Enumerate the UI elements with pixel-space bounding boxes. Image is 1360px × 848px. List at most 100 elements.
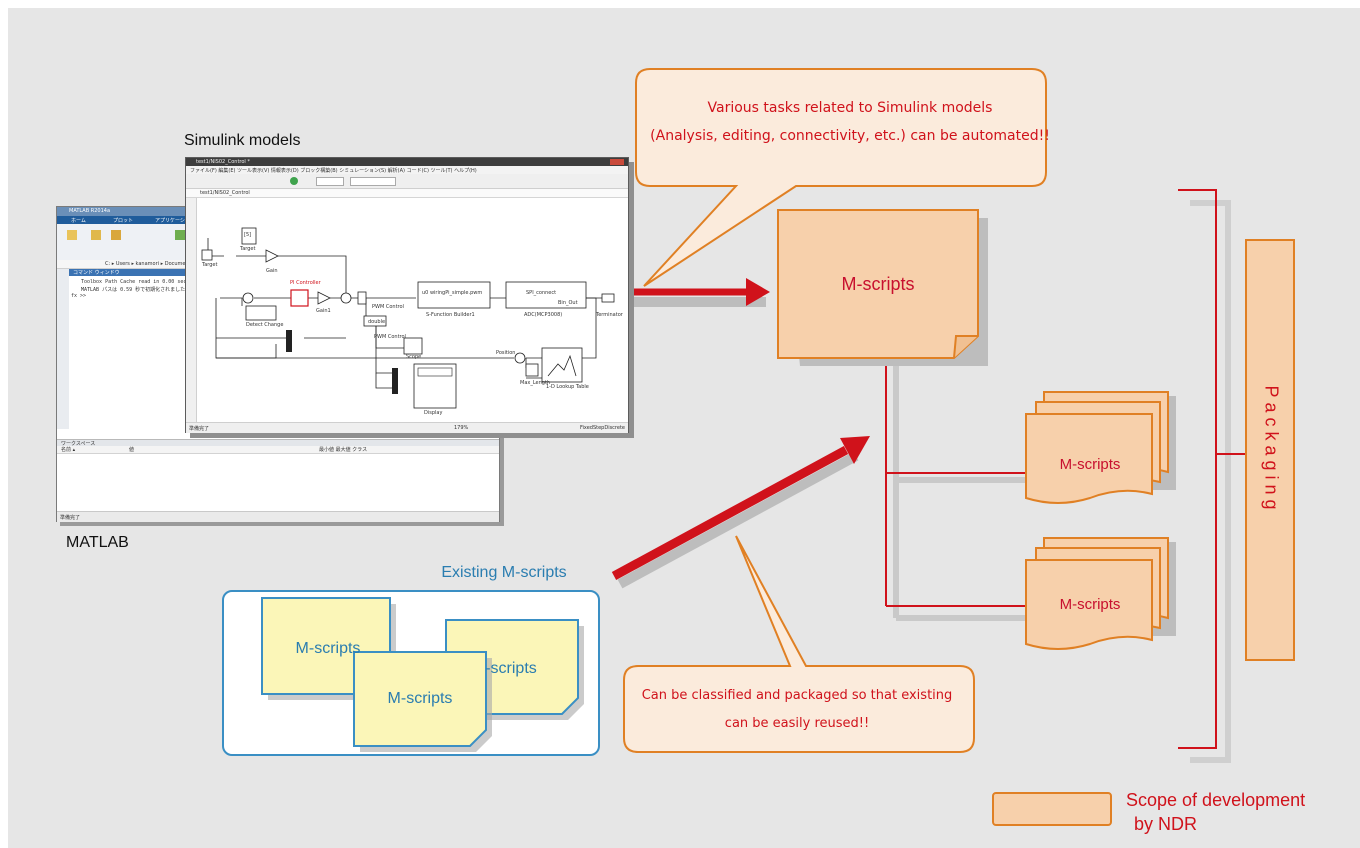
block-label-pi: PI Controller xyxy=(290,280,321,286)
target-switch-block xyxy=(201,249,213,261)
ribbon-icon[interactable] xyxy=(91,230,101,240)
block-label-adc: ADC(MCP3008) xyxy=(524,312,563,318)
existing-note-1: M-scripts xyxy=(295,640,361,657)
block-label-terminator: Terminator xyxy=(596,312,623,318)
legend-swatch xyxy=(992,792,1112,826)
diagram-canvas: MATLAB R2014a ホーム プロット アプリケーション C: ▸ Use… xyxy=(8,8,1360,848)
callout-top-line2: (Analysis, editing, connectivity, etc.) … xyxy=(650,128,1050,144)
play-icon[interactable] xyxy=(290,177,298,185)
double-block xyxy=(363,315,387,327)
simulink-titlebar: test1/NIS02_Control * xyxy=(186,158,628,166)
callout-top-line1: Various tasks related to Simulink models xyxy=(707,100,993,116)
ribbon-icon[interactable] xyxy=(111,230,121,240)
sfunction-block xyxy=(417,281,491,309)
m-scripts-main: M-scripts xyxy=(841,274,915,294)
callout-bottom-line2: can be easily reused!! xyxy=(724,716,870,731)
tree-shadow xyxy=(893,365,1030,621)
block-label-spi: SPI_connect xyxy=(526,290,557,296)
matlab-tab-apps[interactable]: アプリケーション xyxy=(155,218,195,224)
command-window-title: コマンド ウィンドウ xyxy=(73,270,120,276)
matlab-tab-home[interactable]: ホーム xyxy=(71,218,86,224)
matlab-statusbar: 準備完了 xyxy=(57,511,499,522)
simulink-menu[interactable]: ファイル(F) 編集(E) ツール表示(V) 情報表示(D) ブロック構築(B)… xyxy=(190,168,477,174)
address-path: C: ▸ Users ▸ kanamori ▸ Documents xyxy=(105,261,194,267)
block-diagram xyxy=(201,227,615,409)
block-label-detect: Detect Change xyxy=(246,322,284,328)
existing-m-scripts-title: Existing M-scripts xyxy=(441,564,567,581)
block-label-gain: Gain xyxy=(266,268,278,274)
diagonal-arrow xyxy=(611,436,870,580)
block-label-pwm2: PWM Control xyxy=(374,334,406,340)
constant-block xyxy=(241,227,257,245)
scope-block xyxy=(403,337,423,355)
ribbon-icon[interactable] xyxy=(67,230,77,240)
block-label-pwm1: PWM Control xyxy=(372,304,404,310)
pi-controller-block xyxy=(290,289,309,307)
packaging-label: Packaging xyxy=(1261,385,1282,515)
workspace-col-value[interactable]: 値 xyxy=(129,447,135,453)
packaging-bracket xyxy=(1178,189,1217,749)
simulink-status-zoom: 179% xyxy=(454,425,469,431)
block-label-lookup: 1-D Lookup Table xyxy=(546,384,589,390)
workspace-header: ワークスペース xyxy=(57,439,499,447)
callout-bottom-shape xyxy=(623,535,975,753)
simulink-window: test1/NIS02_Control * ファイル(F) 編集(E) ツール表… xyxy=(185,157,629,433)
block-label-gain1: Gain1 xyxy=(316,308,331,314)
sum-block xyxy=(242,292,254,304)
m-scripts-stack2: M-scripts xyxy=(1059,596,1121,613)
matlab-label: MATLAB xyxy=(66,534,129,551)
m-scripts-stack-upper xyxy=(1025,391,1176,504)
workspace-columns: 名前 ▴ 値 最小値 最大値 クラス xyxy=(57,446,499,454)
packaging-box xyxy=(1245,239,1295,661)
callout-bottom-line1: Can be classified and packaged so that e… xyxy=(641,688,953,703)
existing-notes xyxy=(261,597,584,752)
callout-top-shape xyxy=(635,68,1047,287)
mux2-block xyxy=(392,368,398,394)
block-label-binout: Bin_Out xyxy=(558,300,578,306)
close-icon[interactable] xyxy=(610,159,624,165)
sum3-block xyxy=(514,352,526,364)
gain1-block xyxy=(317,291,331,305)
block-label-scope: Scope xyxy=(406,354,422,360)
block-label-double: double xyxy=(368,319,386,325)
terminator-block xyxy=(601,293,615,303)
workspace-title: ワークスペース xyxy=(61,441,96,447)
simulink-breadcrumb[interactable]: test1/NIS02_Control xyxy=(186,189,628,198)
simulink-menubar: ファイル(F) 編集(E) ツール表示(V) 情報表示(D) ブロック構築(B)… xyxy=(186,166,628,174)
simulink-title: test1/NIS02_Control * xyxy=(196,159,250,165)
legend-text-line2: by NDR xyxy=(1134,814,1198,834)
block-label-target: Target xyxy=(240,246,256,252)
block-label-display: Display xyxy=(424,410,443,416)
simulink-models-label: Simulink models xyxy=(184,132,301,149)
matlab-tab-plot[interactable]: プロット xyxy=(113,218,134,224)
toolbar-dropdown[interactable] xyxy=(350,177,396,186)
mux-block xyxy=(286,330,292,352)
adc-block xyxy=(505,281,587,309)
block-label-target2: Target xyxy=(202,262,218,268)
block-label-position: Position xyxy=(496,350,516,356)
matlab-status: 準備完了 xyxy=(60,515,81,521)
detect-change-block xyxy=(245,305,277,321)
workspace-col-stats[interactable]: 最小値 最大値 クラス xyxy=(319,447,368,453)
legend-text-line1: Scope of development xyxy=(1126,790,1306,810)
command-prompt: fx >> xyxy=(71,293,87,299)
sum2-block xyxy=(340,292,352,304)
m-scripts-stack-lower xyxy=(1025,537,1176,650)
block-label-sfunction: S-Function Builder1 xyxy=(426,312,475,318)
simulink-statusbar: 準備完了 179% FixedStepDiscrete xyxy=(186,422,628,433)
toolbar-field[interactable] xyxy=(316,177,344,186)
simulink-palette xyxy=(186,198,197,422)
existing-note-2: M-scripts xyxy=(387,690,453,707)
simulink-toolbar xyxy=(186,174,628,189)
workspace-col-name[interactable]: 名前 ▴ xyxy=(61,447,76,453)
ribbon-icon[interactable] xyxy=(175,230,185,240)
simulink-status-solver: FixedStepDiscrete xyxy=(580,425,625,431)
block-label-sfunction-body: u0 wiringPi_simple.pwm xyxy=(422,290,483,296)
breadcrumb-text: test1/NIS02_Control xyxy=(200,190,250,196)
gain-block xyxy=(265,249,279,263)
bracket-shadow xyxy=(1190,200,1231,763)
block-label-const: [5] xyxy=(244,232,252,238)
max-length-block xyxy=(525,363,539,377)
m-scripts-main-shape xyxy=(777,209,988,366)
saturation-block xyxy=(357,291,367,305)
